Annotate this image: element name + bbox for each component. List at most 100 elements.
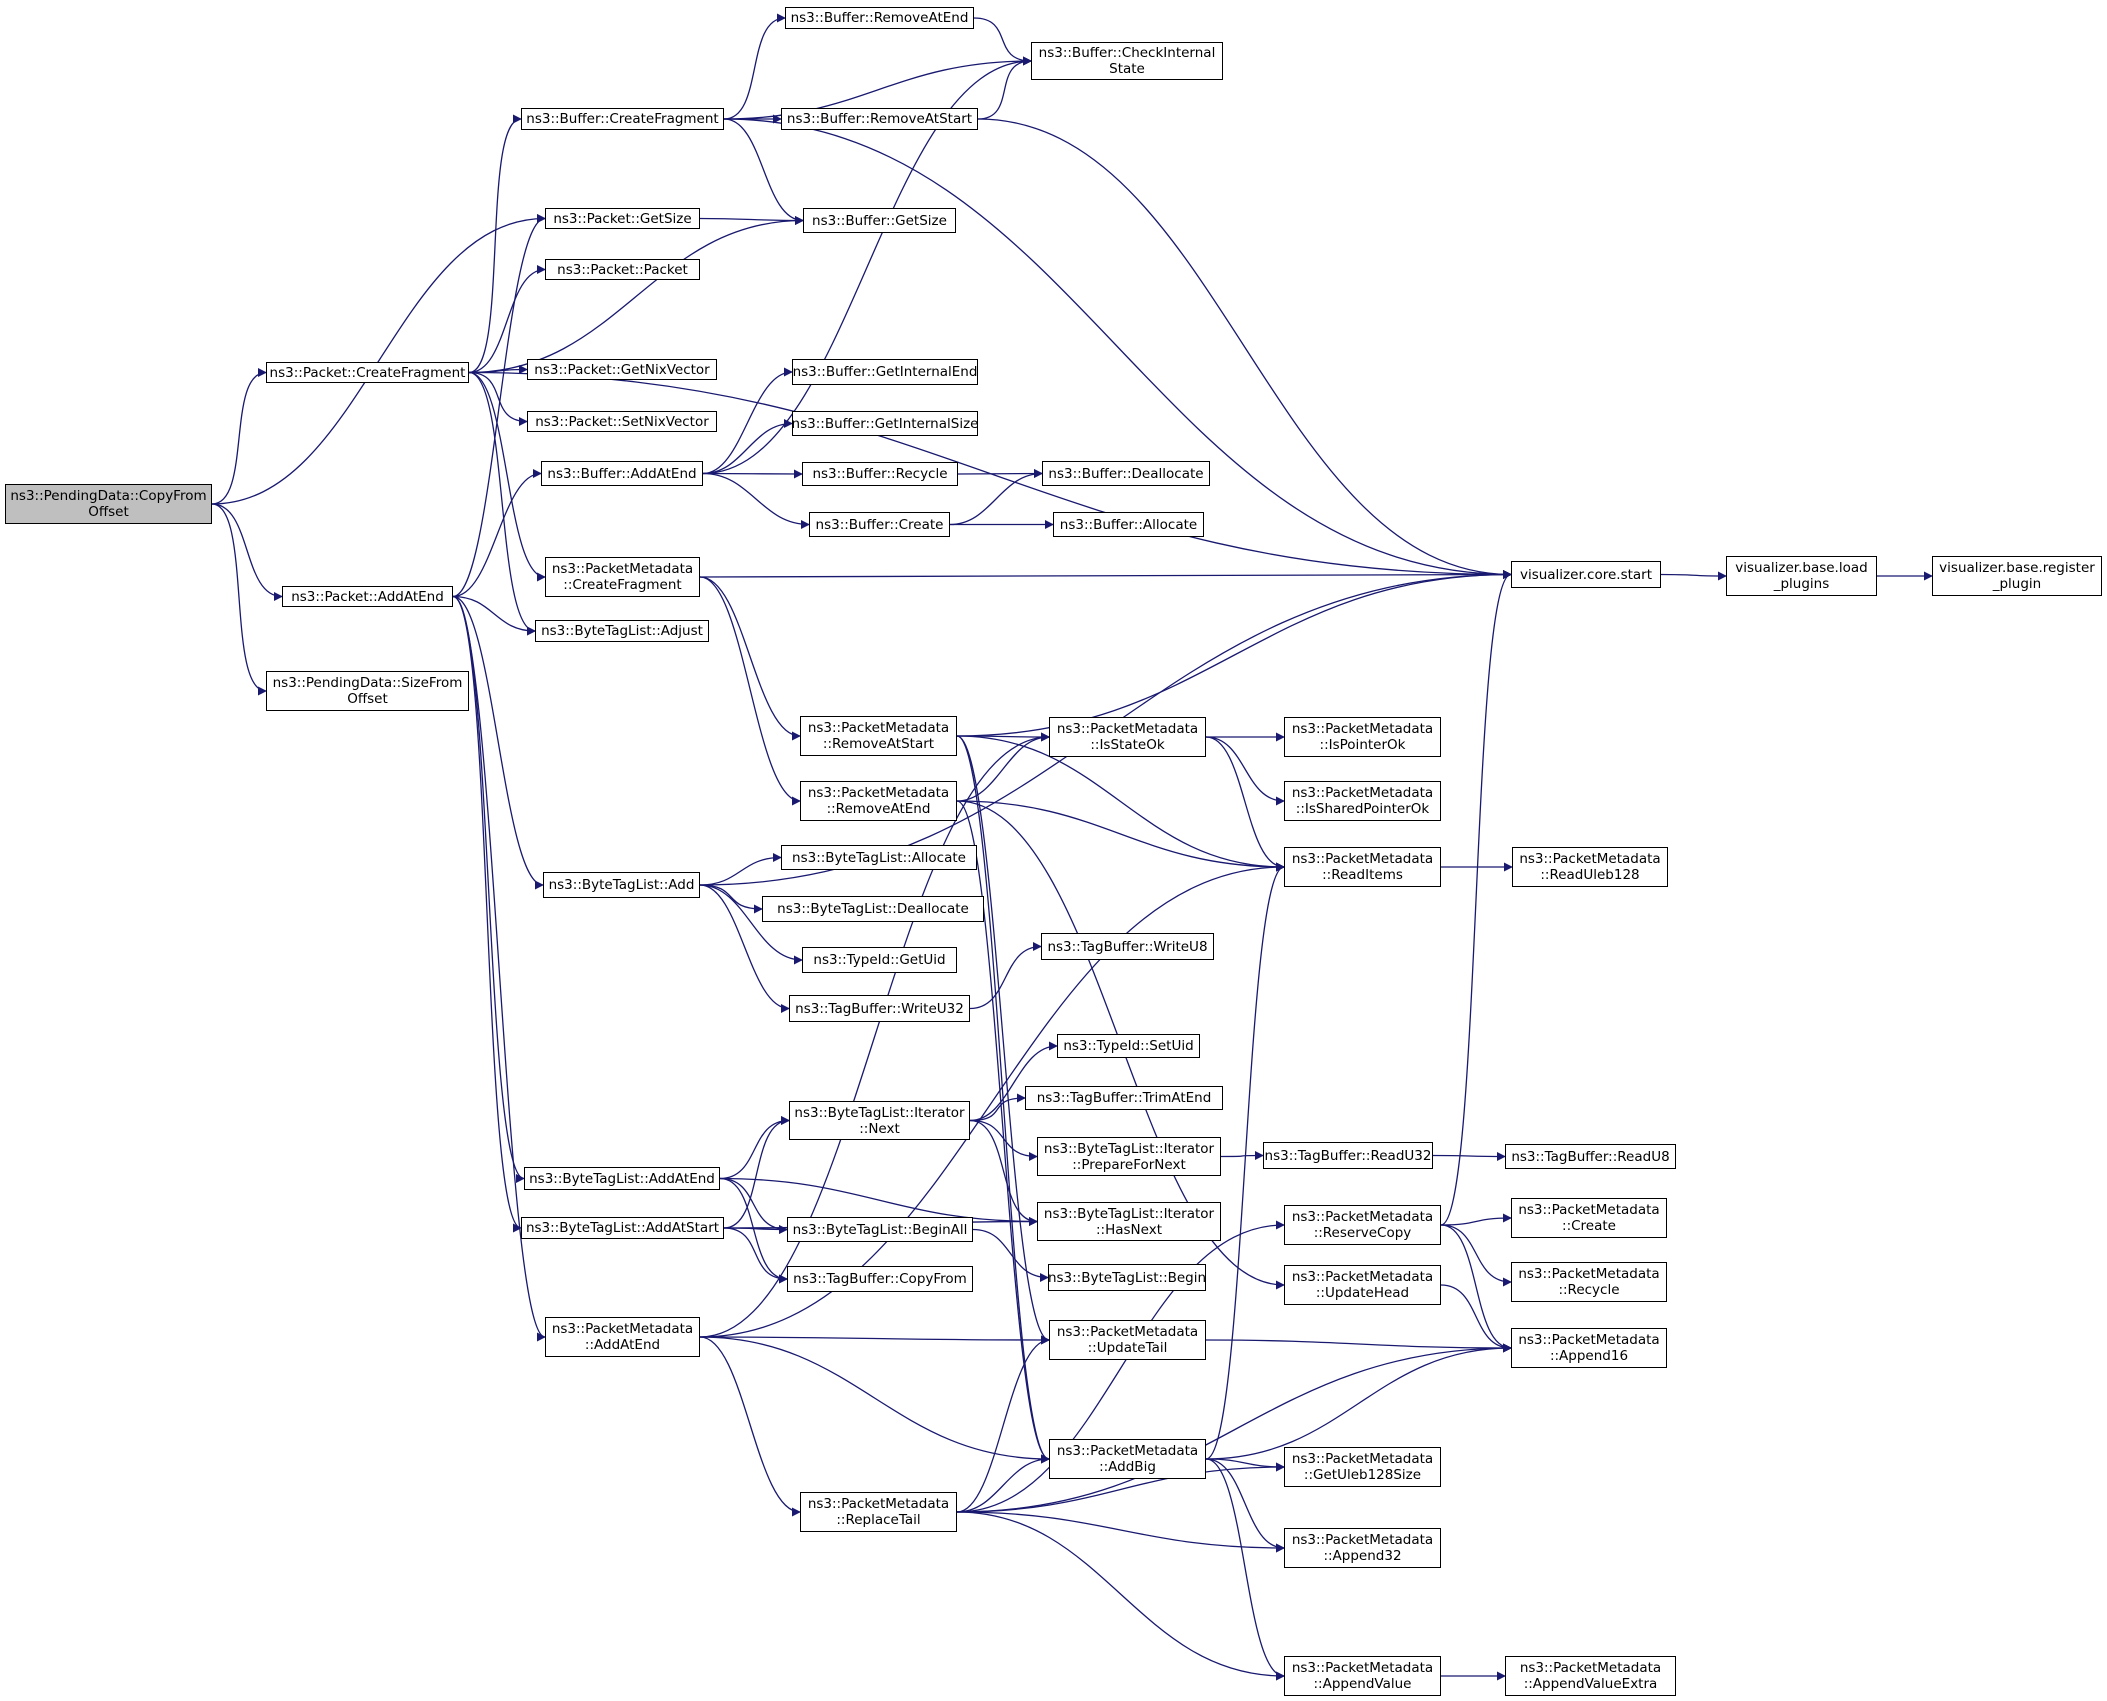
node-buf-createfrag[interactable]: ns3::Buffer::CreateFragment: [521, 108, 724, 130]
node-btl-adjust[interactable]: ns3::ByteTagList::Adjust: [535, 620, 709, 642]
node-vis-register[interactable]: visualizer.base.register _plugin: [1932, 556, 2102, 596]
node-pkt-setnix[interactable]: ns3::Packet::SetNixVector: [527, 411, 717, 432]
node-tb-writeu32[interactable]: ns3::TagBuffer::WriteU32: [789, 995, 970, 1022]
node-btl-deallocate[interactable]: ns3::ByteTagList::Deallocate: [762, 896, 984, 922]
edge-pkt-addatend-to-btl-adjust: [452, 595, 536, 636]
node-pm-appendvalue[interactable]: ns3::PacketMetadata ::AppendValue: [1284, 1656, 1441, 1696]
node-btl-begin[interactable]: ns3::ByteTagList::Begin: [1048, 1264, 1206, 1291]
node-pm-append32[interactable]: ns3::PacketMetadata ::Append32: [1284, 1528, 1441, 1568]
edge-pm-removeatend-to-pm-addbig: [956, 800, 1050, 1464]
node-pm-replacetail[interactable]: ns3::PacketMetadata ::ReplaceTail: [800, 1492, 957, 1532]
node-typeid-setuid[interactable]: ns3::TypeId::SetUid: [1057, 1034, 1200, 1058]
node-tb-readu8[interactable]: ns3::TagBuffer::ReadU8: [1505, 1144, 1676, 1169]
node-tb-writeu8[interactable]: ns3::TagBuffer::WriteU8: [1041, 933, 1214, 960]
node-pm-reservecopy[interactable]: ns3::PacketMetadata ::ReserveCopy: [1284, 1205, 1441, 1245]
edge-buf-createfrag-to-buf-removeatend: [723, 13, 786, 120]
edge-pm-reservecopy-to-pm-recycle: [1440, 1224, 1512, 1287]
node-pkt-getsize[interactable]: ns3::Packet::GetSize: [545, 208, 700, 229]
edge-btli-prepare-to-tb-readu32: [1220, 1151, 1264, 1161]
edge-vis-start-to-vis-load: [1660, 571, 1727, 581]
node-buf-deallocate[interactable]: ns3::Buffer::Deallocate: [1042, 461, 1210, 486]
edge-buf-removeatstart-to-vis-start: [977, 118, 1512, 579]
edge-buf-removeatend-to-buf-checkstate: [973, 17, 1032, 66]
node-buf-checkstate[interactable]: ns3::Buffer::CheckInternal State: [1031, 42, 1223, 80]
node-pm-isstateok[interactable]: ns3::PacketMetadata ::IsStateOk: [1049, 717, 1206, 757]
edge-btli-next-to-btli-hasnext: [969, 1119, 1038, 1226]
node-pm-create[interactable]: ns3::PacketMetadata ::Create: [1511, 1198, 1667, 1238]
edge-buf-createfrag-to-buf-getsize: [723, 118, 804, 225]
node-buf-addatend[interactable]: ns3::Buffer::AddAtEnd: [541, 461, 703, 486]
node-tb-trimatend[interactable]: ns3::TagBuffer::TrimAtEnd: [1025, 1086, 1223, 1110]
edge-btl-add-to-btl-deallocate: [699, 884, 763, 914]
node-pm-removeatend[interactable]: ns3::PacketMetadata ::RemoveAtEnd: [800, 781, 957, 821]
edge-copyfrom-to-sizefrom: [211, 503, 267, 696]
edge-buf-addatend-to-buf-checkstate: [702, 56, 1032, 475]
edge-pm-createfrag-to-pm-removeatstart: [699, 576, 801, 741]
node-pm-readuleb[interactable]: ns3::PacketMetadata ::ReadUleb128: [1512, 847, 1668, 887]
node-pkt-addatend[interactable]: ns3::Packet::AddAtEnd: [282, 586, 453, 607]
node-pm-append16[interactable]: ns3::PacketMetadata ::Append16: [1511, 1328, 1667, 1368]
node-buf-removeatstart[interactable]: ns3::Buffer::RemoveAtStart: [781, 108, 978, 130]
node-vis-start[interactable]: visualizer.core.start: [1511, 561, 1661, 588]
edge-pm-addbig-to-pm-append32: [1205, 1458, 1285, 1553]
node-pm-appendvalueextra[interactable]: ns3::PacketMetadata ::AppendValueExtra: [1505, 1656, 1676, 1696]
node-copyfrom[interactable]: ns3::PendingData::CopyFrom Offset: [5, 484, 212, 524]
edge-buf-removeatstart-to-buf-checkstate: [977, 56, 1032, 120]
edge-pm-addatend-to-pm-readitems: [699, 862, 1285, 1338]
node-pm-createfrag[interactable]: ns3::PacketMetadata ::CreateFragment: [545, 557, 700, 597]
edge-btli-next-to-typeid-setuid: [969, 1041, 1058, 1122]
edge-tb-readu32-to-tb-readu8: [1432, 1151, 1506, 1161]
node-btl-addatend[interactable]: ns3::ByteTagList::AddAtEnd: [524, 1167, 720, 1190]
node-btli-hasnext[interactable]: ns3::ByteTagList::Iterator ::HasNext: [1037, 1202, 1221, 1241]
node-typeid-getuid[interactable]: ns3::TypeId::GetUid: [802, 947, 957, 973]
node-btl-beginall[interactable]: ns3::ByteTagList::BeginAll: [787, 1217, 973, 1242]
node-buf-recycle[interactable]: ns3::Buffer::Recycle: [802, 462, 958, 486]
node-buf-getsize[interactable]: ns3::Buffer::GetSize: [803, 208, 956, 233]
node-buf-getintsize[interactable]: ns3::Buffer::GetInternalSize: [792, 411, 978, 436]
edge-pm-replacetail-to-pm-reservecopy: [956, 1220, 1285, 1513]
node-buf-removeatend[interactable]: ns3::Buffer::RemoveAtEnd: [785, 7, 974, 29]
node-pm-addatend[interactable]: ns3::PacketMetadata ::AddAtEnd: [545, 1317, 700, 1357]
edge-pm-addatend-to-pm-addbig: [699, 1336, 1050, 1464]
node-pm-updatetail[interactable]: ns3::PacketMetadata ::UpdateTail: [1049, 1320, 1206, 1360]
edge-pm-removeatstart-to-pm-addbig: [956, 735, 1050, 1464]
edge-buf-create-to-buf-deallocate: [949, 469, 1043, 526]
node-btl-allocate[interactable]: ns3::ByteTagList::Allocate: [781, 845, 977, 870]
node-tb-copyfrom[interactable]: ns3::TagBuffer::CopyFrom: [787, 1266, 973, 1292]
node-pm-readitems[interactable]: ns3::PacketMetadata ::ReadItems: [1284, 847, 1441, 887]
node-btl-addatstart[interactable]: ns3::ByteTagList::AddAtStart: [521, 1217, 724, 1239]
node-pm-recycle[interactable]: ns3::PacketMetadata ::Recycle: [1511, 1262, 1667, 1302]
edge-pkt-addatend-to-buf-addatend: [452, 469, 542, 598]
edge-btl-add-to-tb-writeu32: [699, 884, 790, 1013]
node-pm-updatehead[interactable]: ns3::PacketMetadata ::UpdateHead: [1284, 1265, 1441, 1305]
node-pkt-createfrag[interactable]: ns3::Packet::CreateFragment: [266, 362, 469, 383]
node-btl-add[interactable]: ns3::ByteTagList::Add: [543, 872, 700, 898]
edge-copyfrom-to-pkt-getsize: [211, 214, 546, 505]
node-btli-next[interactable]: ns3::ByteTagList::Iterator ::Next: [789, 1101, 970, 1140]
node-buf-allocate[interactable]: ns3::Buffer::Allocate: [1053, 512, 1204, 537]
node-sizefrom[interactable]: ns3::PendingData::SizeFrom Offset: [266, 671, 469, 711]
node-btli-prepare[interactable]: ns3::ByteTagList::Iterator ::PrepareForN…: [1037, 1137, 1221, 1176]
node-buf-getintend[interactable]: ns3::Buffer::GetInternalEnd: [792, 359, 978, 385]
edge-btl-addatend-to-btli-hasnext: [719, 1177, 1038, 1226]
node-pkt-packet[interactable]: ns3::Packet::Packet: [545, 259, 700, 280]
edge-btli-next-to-btli-prepare: [969, 1119, 1038, 1161]
edge-pm-createfrag-to-vis-start: [699, 570, 1512, 580]
edge-pm-isstateok-to-pm-issharedok: [1205, 736, 1285, 806]
edge-pm-reservecopy-to-pm-create: [1440, 1213, 1512, 1226]
node-pm-issharedok[interactable]: ns3::PacketMetadata ::IsSharedPointerOk: [1284, 781, 1441, 821]
node-pkt-getnix[interactable]: ns3::Packet::GetNixVector: [527, 359, 717, 380]
edge-buf-addatend-to-buf-recycle: [702, 469, 803, 479]
node-pm-getuleb[interactable]: ns3::PacketMetadata ::GetUleb128Size: [1284, 1447, 1441, 1487]
node-buf-create[interactable]: ns3::Buffer::Create: [809, 512, 950, 537]
node-pm-addbig[interactable]: ns3::PacketMetadata ::AddBig: [1049, 1439, 1206, 1479]
edge-pm-addatend-to-pm-replacetail: [699, 1336, 801, 1517]
node-tb-readu32[interactable]: ns3::TagBuffer::ReadU32: [1263, 1142, 1433, 1169]
node-vis-load[interactable]: visualizer.base.load _plugins: [1726, 556, 1877, 596]
edge-pkt-createfrag-to-buf-getsize: [468, 216, 804, 374]
node-pm-ispointerok[interactable]: ns3::PacketMetadata ::IsPointerOk: [1284, 717, 1441, 757]
node-pm-removeatstart[interactable]: ns3::PacketMetadata ::RemoveAtStart: [800, 716, 957, 756]
edge-tb-writeu32-to-tb-writeu8: [969, 942, 1042, 1010]
edge-btl-add-to-btl-allocate: [699, 853, 782, 886]
